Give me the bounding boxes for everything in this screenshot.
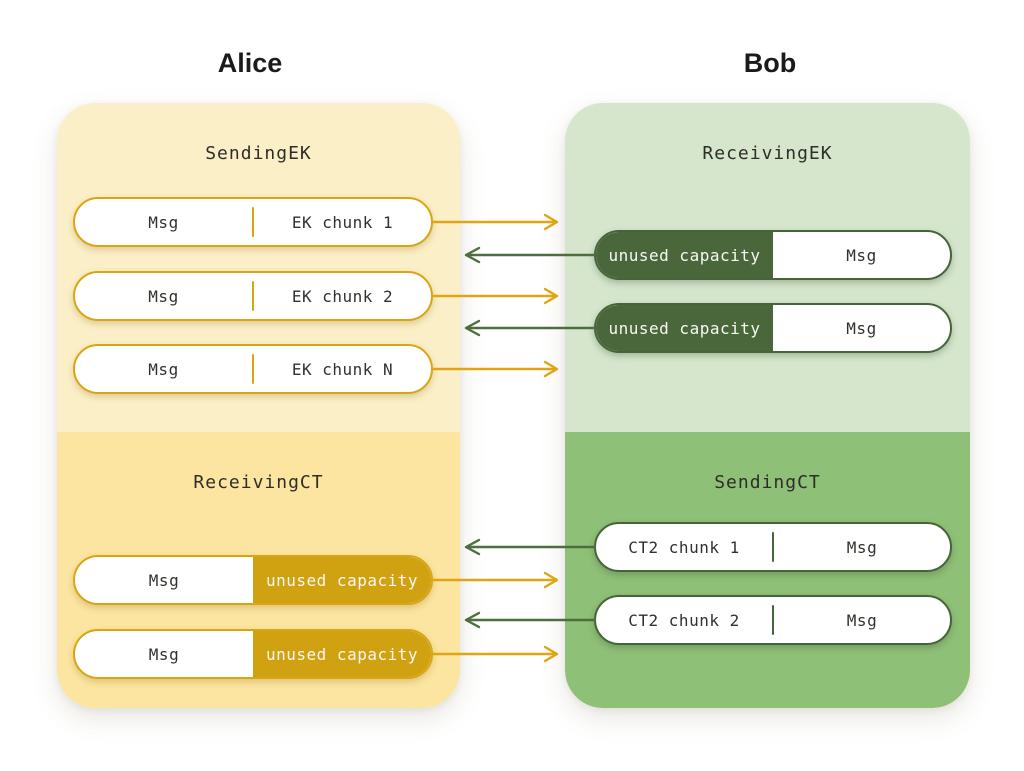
panel-receiving-ct: ReceivingCT Msg unused capacity Msg unus… <box>57 432 460 708</box>
pill-msg-label: Msg <box>148 359 179 379</box>
pill-msg-label: Msg <box>148 286 179 306</box>
pill-ct2-chunk-1: CT2 chunk 1 Msg <box>594 522 952 572</box>
pill-received-ek-2: unused capacity Msg <box>594 303 952 353</box>
pill-unused-capacity-label: unused capacity <box>596 232 773 278</box>
alice-column: SendingEK Msg EK chunk 1 Msg EK chunk 2 … <box>57 103 460 708</box>
panel-sending-ek: SendingEK Msg EK chunk 1 Msg EK chunk 2 … <box>57 103 460 432</box>
pill-received-ct-2: Msg unused capacity <box>73 629 433 679</box>
pill-chunk-label: CT2 chunk 2 <box>628 610 740 630</box>
pill-chunk-label: CT2 chunk 1 <box>628 537 740 557</box>
pill-unused-capacity-label: unused capacity <box>253 631 431 677</box>
pill-received-ek-1: unused capacity Msg <box>594 230 952 280</box>
pill-msg-label: Msg <box>846 610 878 630</box>
pill-ct2-chunk-2: CT2 chunk 2 Msg <box>594 595 952 645</box>
pill-unused-capacity-label: unused capacity <box>596 305 773 351</box>
panel-title-receiving-ct: ReceivingCT <box>193 472 324 493</box>
pill-divider <box>252 354 254 384</box>
pill-msg-label: Msg <box>846 537 878 557</box>
pill-chunk-label: EK chunk N <box>291 359 394 379</box>
pill-divider <box>252 281 254 311</box>
panel-title-sending-ek: SendingEK <box>205 143 312 164</box>
pill-divider <box>772 605 774 635</box>
pill-msg-label: Msg <box>148 644 180 664</box>
pill-ek-chunk-n: Msg EK chunk N <box>73 344 433 394</box>
pill-ek-chunk-1: Msg EK chunk 1 <box>73 197 433 247</box>
panel-sending-ct: SendingCT CT2 chunk 1 Msg CT2 chunk 2 Ms… <box>565 432 970 708</box>
pill-divider <box>772 532 774 562</box>
pill-msg-label: Msg <box>846 245 877 265</box>
pill-chunk-label: EK chunk 1 <box>291 212 394 232</box>
pill-msg-label: Msg <box>148 570 180 590</box>
pill-msg-label: Msg <box>846 318 877 338</box>
pill-ek-chunk-2: Msg EK chunk 2 <box>73 271 433 321</box>
pill-divider <box>252 207 254 237</box>
panel-receiving-ek: ReceivingEK unused capacity Msg unused c… <box>565 103 970 432</box>
bob-header: Bob <box>743 48 797 78</box>
pill-unused-capacity-label: unused capacity <box>253 557 431 603</box>
panel-title-sending-ct: SendingCT <box>714 472 821 493</box>
pill-chunk-label: EK chunk 2 <box>291 286 394 306</box>
pill-received-ct-1: Msg unused capacity <box>73 555 433 605</box>
panel-title-receiving-ek: ReceivingEK <box>702 143 833 164</box>
bob-column: ReceivingEK unused capacity Msg unused c… <box>565 103 970 708</box>
alice-header: Alice <box>217 48 283 78</box>
pill-msg-label: Msg <box>148 212 179 232</box>
